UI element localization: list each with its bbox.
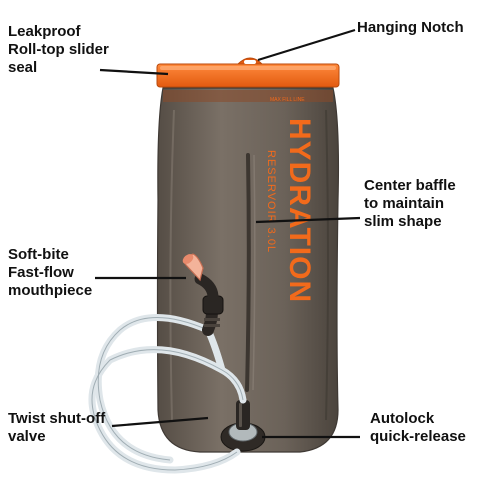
quick-release-stem bbox=[236, 400, 250, 430]
callout-notch: Hanging Notch bbox=[357, 19, 464, 37]
notch-hole bbox=[244, 60, 256, 64]
leader-baffle bbox=[255, 216, 361, 224]
callout-valve-line-1: Twist shut-off bbox=[8, 410, 106, 427]
brand-print: HYDRATION bbox=[283, 118, 316, 303]
callout-mouthpiece-line-3: mouthpiece bbox=[8, 282, 93, 299]
callout-baffle-line-2: to maintain bbox=[364, 195, 445, 212]
right-crease bbox=[325, 109, 329, 421]
fill-line-text: MAX FILL LINE bbox=[270, 97, 305, 103]
bite-valve-tip bbox=[182, 254, 194, 264]
valve-ring-1 bbox=[204, 318, 220, 321]
leader-notch bbox=[257, 28, 356, 62]
slider-highlight bbox=[160, 66, 336, 70]
callout-seal-line-3: seal bbox=[8, 59, 38, 76]
callout-seal: Leakproof Roll-top slider seal bbox=[8, 23, 109, 77]
callout-baffle: Center baffle to maintain slim shape bbox=[364, 177, 456, 231]
seal-strip bbox=[163, 90, 333, 102]
callout-notch-line-1: Hanging Notch bbox=[357, 19, 464, 36]
callout-mouthpiece: Soft-bite Fast-flow mouthpiece bbox=[8, 246, 92, 300]
hose-outline-2 bbox=[97, 317, 209, 461]
callout-valve-line-2: valve bbox=[8, 428, 46, 445]
callout-baffle-line-3: slim shape bbox=[364, 213, 442, 230]
hose-outline bbox=[91, 349, 244, 471]
leader-seal bbox=[99, 68, 169, 76]
callout-release-line-1: Autolock bbox=[370, 410, 435, 427]
left-crease bbox=[169, 109, 175, 421]
valve-ring-2 bbox=[204, 324, 220, 327]
callout-mouthpiece-line-1: Soft-bite bbox=[8, 246, 69, 263]
callout-release: Autolock quick-release bbox=[370, 410, 466, 446]
baffle-shadow bbox=[252, 154, 256, 391]
callout-baffle-line-1: Center baffle bbox=[364, 177, 456, 194]
callout-release-line-2: quick-release bbox=[370, 428, 466, 445]
sub-print: RESERVOIR 3.0L bbox=[265, 150, 277, 253]
mouthpiece-elbow bbox=[194, 273, 219, 302]
stem-highlight bbox=[239, 403, 242, 427]
leader-valve bbox=[111, 416, 209, 428]
callout-valve: Twist shut-off valve bbox=[8, 410, 105, 446]
callout-mouthpiece-line-2: Fast-flow bbox=[8, 264, 74, 281]
center-baffle bbox=[245, 153, 251, 392]
callout-seal-line-1: Leakproof bbox=[8, 23, 81, 40]
callout-seal-line-2: Roll-top slider bbox=[8, 41, 109, 58]
